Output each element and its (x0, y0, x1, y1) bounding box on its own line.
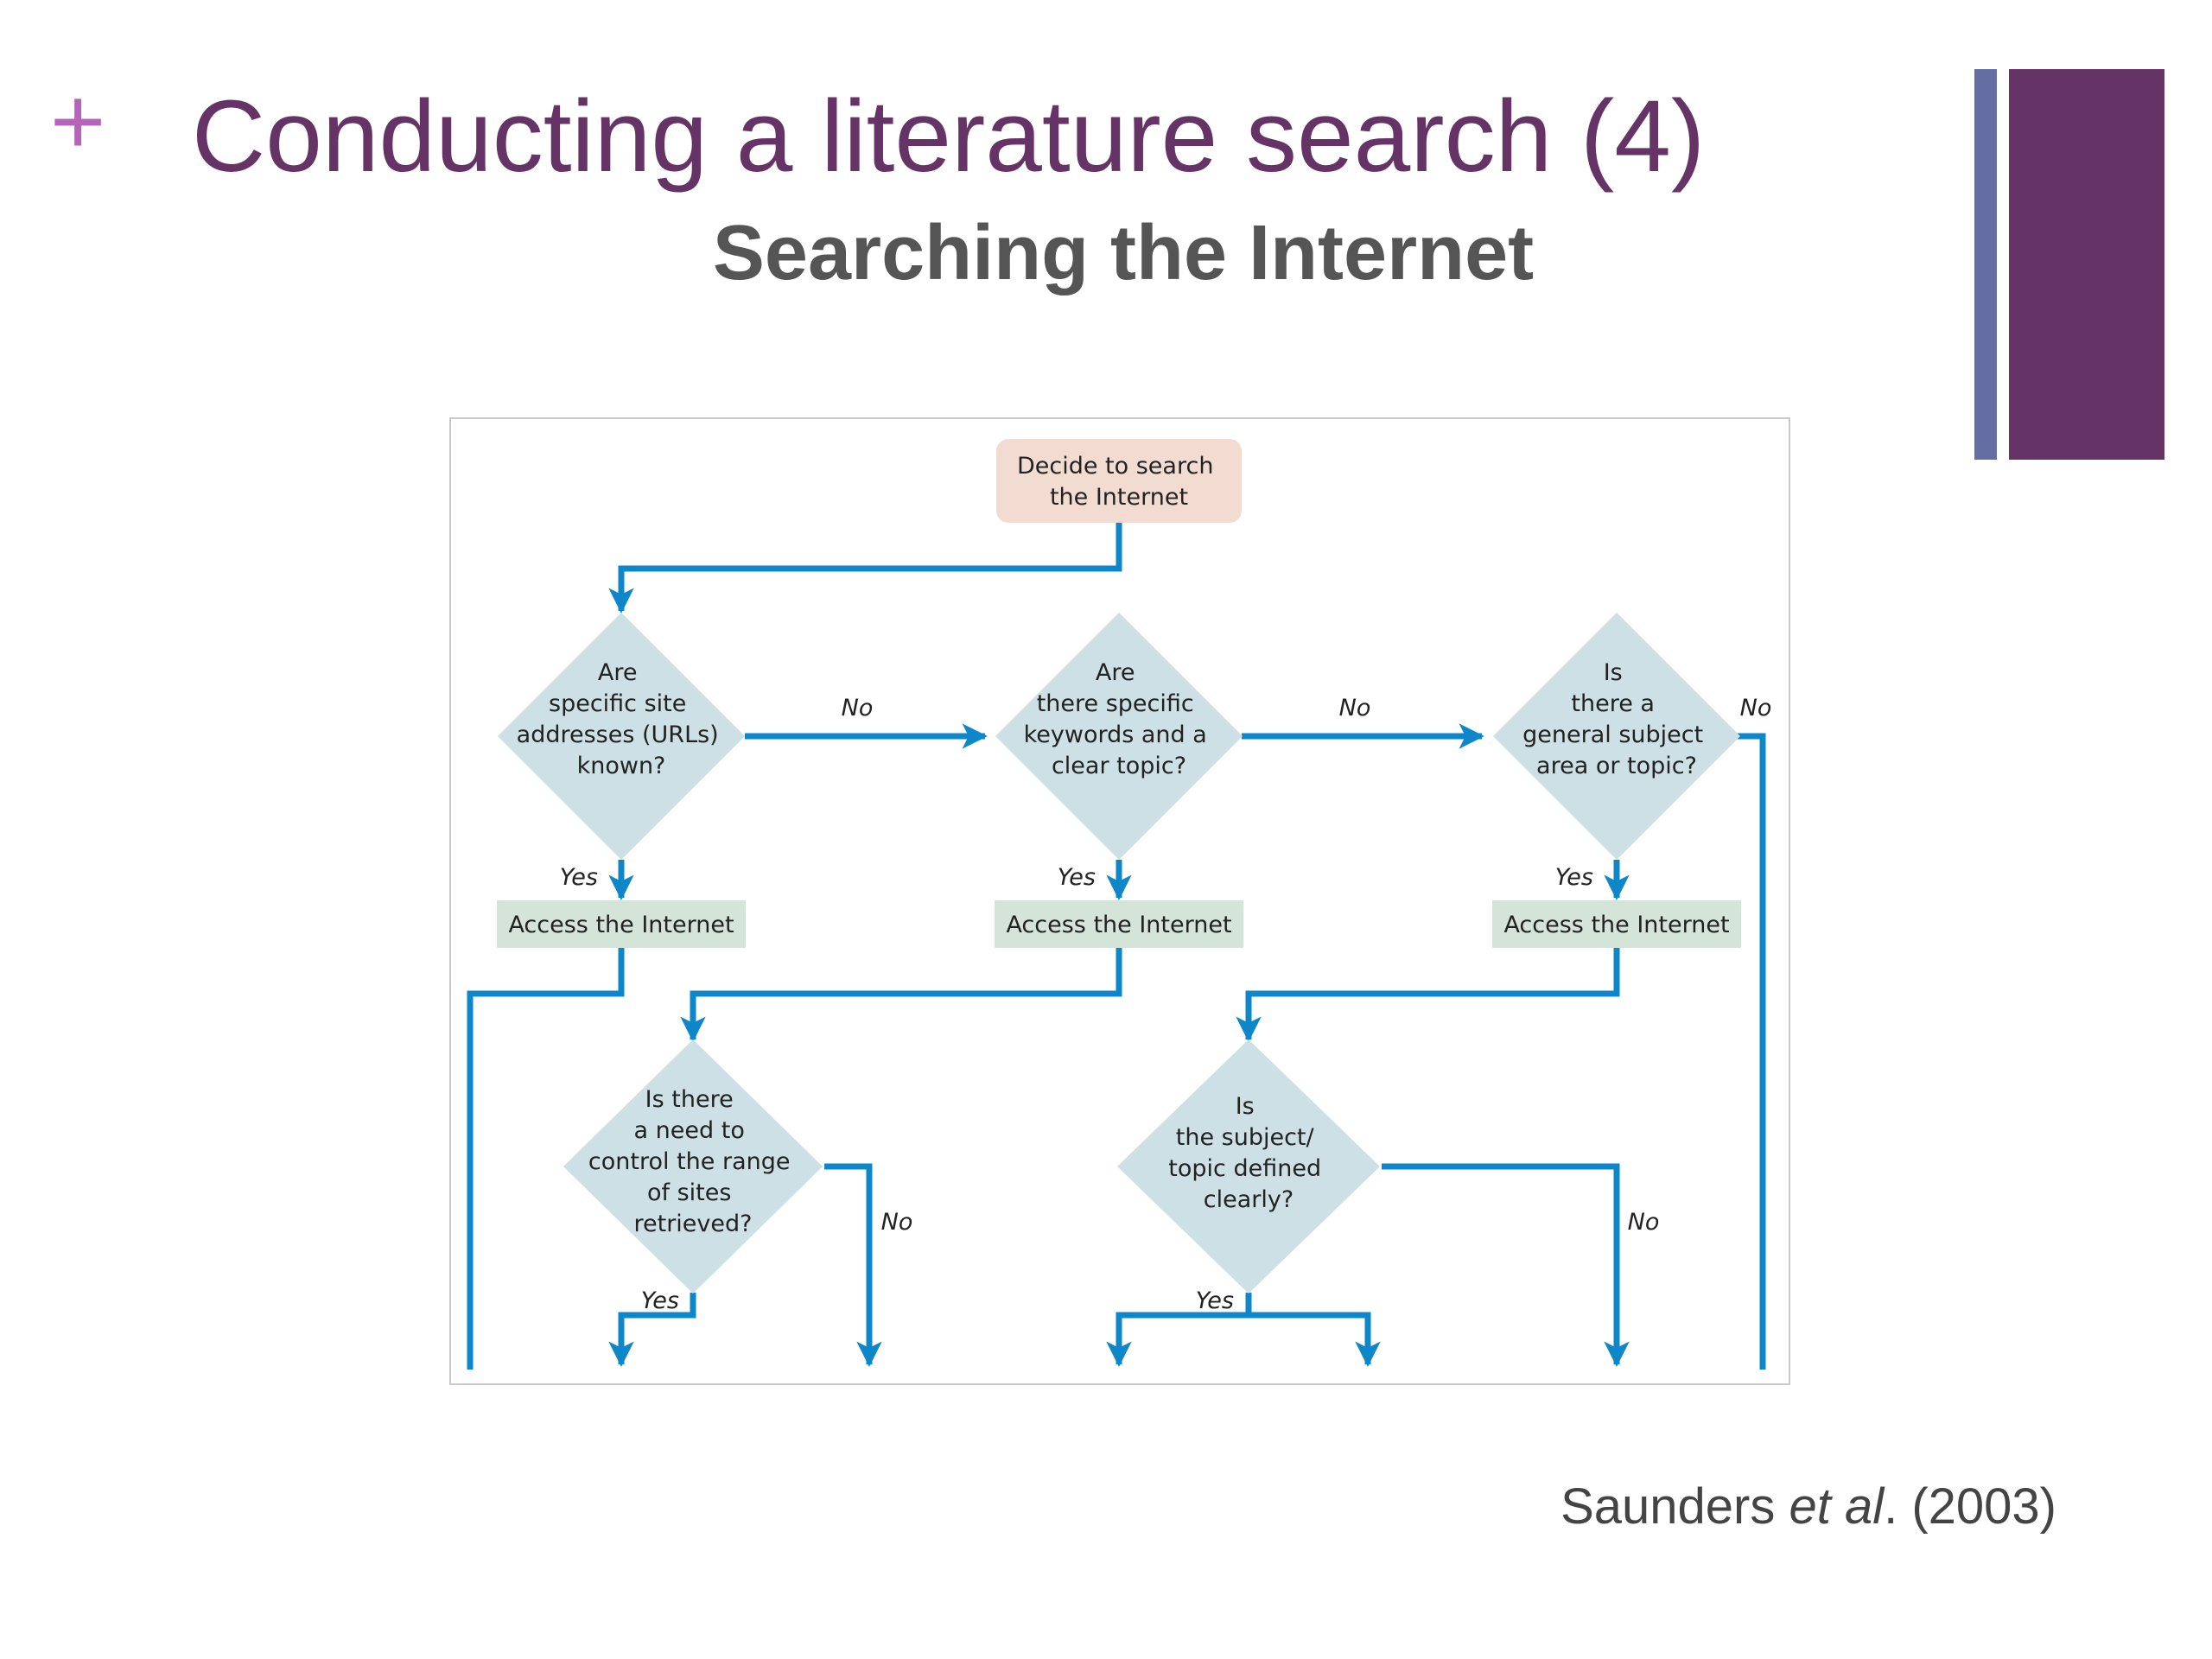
decision-range-line-2: a need to (634, 1117, 745, 1144)
decision-range-line-1: Is there (645, 1086, 734, 1113)
access-internet-box-3 (1492, 900, 1741, 948)
svg-text:Is the subject/ to: Is the subject/ topic defined clearly? (1168, 1093, 1328, 1213)
access-internet-label-2: Access the Internet (1006, 912, 1231, 938)
decision-subject-line-1: Is (1236, 1093, 1255, 1120)
decision-urls-line-1: Are (598, 659, 638, 686)
decision-subject-line-3: topic defined (1168, 1155, 1321, 1182)
decision-range-line-5: retrieved? (634, 1211, 753, 1237)
connector-lines (467, 523, 1766, 1370)
citation: Saunders et al. (2003) (1521, 1476, 2056, 1538)
svg-text:Are there specific: Are there specific keywords and a clear … (1024, 659, 1215, 779)
decision-urls-known (498, 613, 745, 860)
start-node-line-1: Decide to search (1017, 453, 1213, 480)
slide-subtitle: Searching the Internet (712, 210, 1535, 296)
slide-title: Conducting a literature search (4) (192, 79, 1706, 194)
decision-keywords-line-1: Are (1096, 659, 1135, 686)
access-internet-box-1 (497, 900, 746, 948)
arrow-access2-to-range (680, 948, 1122, 1042)
arrow-subject-no (1382, 1163, 1630, 1367)
access-internet-box-2 (995, 900, 1243, 948)
decision-general-subject (1493, 613, 1740, 860)
svg-text:Are specific site: Are specific site addresses (URLs) known… (517, 659, 727, 779)
decision-general-line-3: general subject (1522, 721, 1703, 748)
svg-text:Is there a general: Is there a general subject area or topic… (1522, 659, 1711, 779)
no-label-subject: No (1628, 1209, 1660, 1236)
yes-label-urls: Yes (560, 864, 598, 891)
no-label-range: No (881, 1209, 913, 1236)
decision-urls-line-4: known? (577, 753, 666, 779)
decision-range-line-4: of sites (647, 1179, 731, 1206)
no-label-keywords: No (1339, 695, 1371, 721)
svg-text:Decide to search the Int: Decide to search the Internet (1017, 453, 1221, 511)
decision-general-line-4: area or topic? (1536, 753, 1697, 779)
citation-year: . (2003) (1884, 1478, 2056, 1535)
svg-text:Is there a need to: Is there a need to control the range of … (588, 1086, 798, 1237)
access-internet-label-3: Access the Internet (1503, 912, 1729, 938)
decision-keywords-line-2: there specific (1037, 690, 1194, 717)
decision-subject-line-4: clearly? (1204, 1186, 1294, 1213)
decision-general-line-1: Is (1604, 659, 1623, 686)
start-node (996, 439, 1242, 523)
decision-control-range (563, 1039, 823, 1294)
citation-author: Saunders (1560, 1478, 1789, 1535)
arrow-range-yes (608, 1293, 696, 1367)
flowchart-figure: Decide to search the Internet Are specif… (449, 417, 1790, 1385)
arrow-start-to-urls (608, 523, 1122, 613)
yes-label-subject: Yes (1196, 1287, 1234, 1314)
decision-urls-line-3: addresses (URLs) (517, 721, 719, 748)
decision-keywords-line-3: keywords and a (1024, 721, 1207, 748)
decision-subject-defined (1117, 1039, 1380, 1294)
decision-keywords-topic (995, 613, 1243, 860)
flowchart-svg: Decide to search the Internet Are specif… (467, 439, 1772, 1370)
arrow-range-no (824, 1163, 882, 1367)
decision-keywords-line-4: clear topic? (1052, 753, 1186, 779)
yes-label-range: Yes (641, 1287, 679, 1314)
start-node-line-2: the Internet (1050, 484, 1188, 511)
yes-label-general: Yes (1555, 864, 1593, 891)
line-access1-down (467, 948, 625, 1370)
arrow-general-no (1736, 733, 1766, 1370)
plus-bullet-icon: + (50, 68, 106, 175)
decision-urls-line-2: specific site (549, 690, 686, 717)
decorative-bar-thin (1974, 69, 1997, 460)
decision-subject-line-2: the subject/ (1176, 1124, 1315, 1151)
no-label-general: No (1740, 695, 1772, 721)
arrow-subject-yes-right (1249, 1312, 1381, 1367)
decorative-bar-thick (2009, 69, 2164, 460)
no-label-urls: No (842, 695, 874, 721)
arrow-subject-yes-left (1106, 1293, 1252, 1367)
citation-etal: et al (1789, 1478, 1885, 1535)
access-internet-label-1: Access the Internet (508, 912, 734, 938)
yes-label-keywords: Yes (1058, 864, 1096, 891)
arrow-access3-to-subject (1236, 948, 1620, 1042)
decision-range-line-3: control the range (588, 1148, 791, 1175)
decision-general-line-2: there a (1571, 690, 1655, 717)
